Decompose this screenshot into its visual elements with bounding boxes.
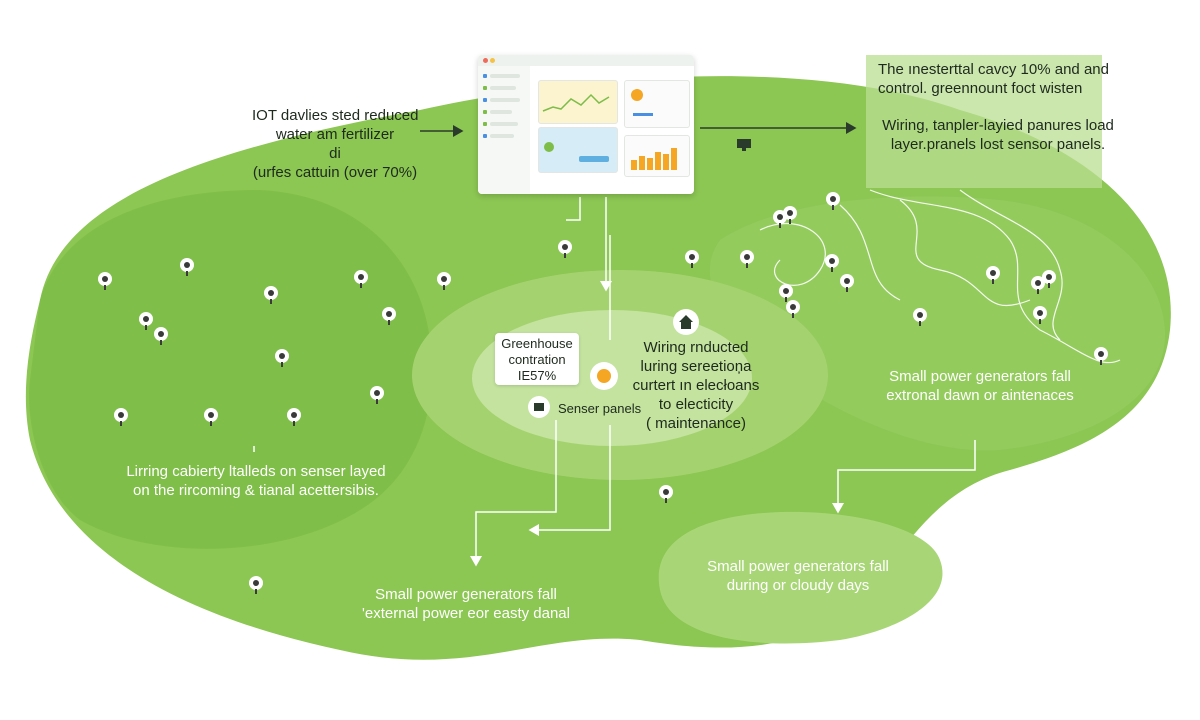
sensor-node-icon [773,210,787,228]
bar-chart-mini [631,148,677,170]
greenhouse-subtitle: contration [508,352,566,367]
field-zone-bottom-right [658,511,943,644]
sensor-node-icon [740,250,754,268]
sun-icon [590,362,618,390]
sensor-node-icon [98,272,112,290]
label-sensor-panels: Senser panels [558,401,642,416]
sensor-node-icon [249,576,263,594]
greenhouse-box[interactable]: Greenhouse contration IE57% [495,333,579,385]
sensor-node-icon [287,408,301,426]
chart-card-line[interactable] [538,80,618,124]
arrows [253,122,976,567]
sensor-node-icon [685,250,699,268]
sensor-node-icon [1033,306,1047,324]
sensor-node-icon [114,408,128,426]
sensor-node-icon [154,327,168,345]
sensor-node-icon [139,312,153,330]
info-panel-top-right [866,55,1102,188]
sensor-node-icon [275,349,289,367]
sensor-node-icon [558,240,572,258]
window-close-dot[interactable] [483,58,488,63]
sensor-node-icon [913,308,927,326]
sensor-node-icon [180,258,194,276]
sensor-node-icon [370,386,384,404]
sensor-node-icon [786,300,800,318]
sensor-node-icon [826,192,840,210]
sensor-node-icon [840,274,854,292]
wiring-lines [759,189,1121,364]
greenhouse-title: Greenhouse [501,336,573,351]
chart-card-bars[interactable] [624,135,690,177]
window-min-dot[interactable] [490,58,495,63]
sensor-node-icon [1042,270,1056,288]
sensor-node-icon [779,284,793,302]
house-icon [673,309,699,335]
monitor-icon [737,139,751,151]
window-titlebar [478,55,694,66]
dashboard-sidebar [478,66,530,194]
sensor-node-icon [825,254,839,272]
sensor-node-icon [1094,347,1108,365]
sensor-node-icon [382,307,396,325]
field-zone-left [29,190,432,549]
sensor-node-icon [437,272,451,290]
sensor-node-icon [1031,276,1045,294]
label-bottom-center: Small power generators fall'external pow… [362,586,570,622]
chart-card-status[interactable] [538,127,618,173]
sensor-node-icon [264,286,278,304]
sensor-panel-icon [528,396,550,418]
chart-card-gauge[interactable] [624,80,690,128]
line-chart-mini [542,93,610,112]
greenhouse-value: IE57% [517,368,557,383]
sensor-node-icon [986,266,1000,284]
sensor-node-icon [204,408,218,426]
dashboard-window[interactable] [478,55,694,194]
sensor-node-icon [659,485,673,503]
label-left-mid: Lirring cabierty ltalleds on senser laye… [126,463,386,499]
sensor-node-icon [354,270,368,288]
